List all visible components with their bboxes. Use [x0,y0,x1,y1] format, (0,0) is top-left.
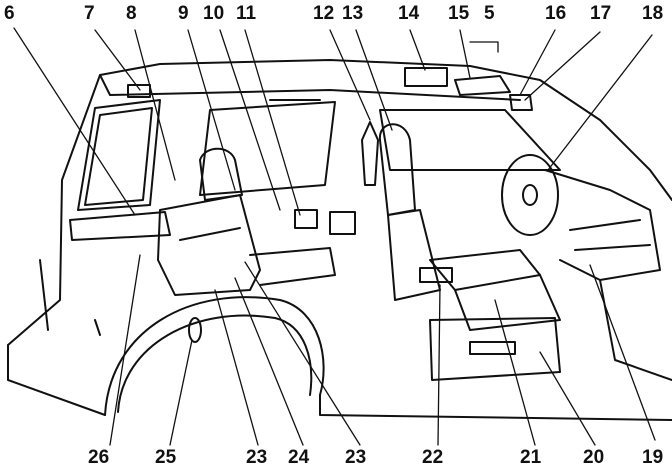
callout-5: 5 [484,3,495,24]
side-windows [199,101,561,196]
callout-20: 20 [583,447,605,468]
callout-18: 18 [642,3,664,24]
callout-13: 13 [342,3,364,24]
rear-seat [157,147,336,296]
callout-21: 21 [520,447,542,468]
interior-details [39,67,533,355]
leader-lines [13,27,656,446]
callout-17: 17 [590,3,612,24]
callout-22: 22 [422,447,444,468]
callout-11: 11 [236,3,257,24]
callout-16: 16 [545,3,567,24]
callout-7: 7 [84,3,95,24]
callout-14: 14 [398,3,420,24]
callout-15: 15 [448,3,470,24]
front-seats [378,123,561,381]
callout-24: 24 [288,447,310,468]
callout-23-a: 23 [246,447,268,468]
callout-26: 26 [88,447,110,468]
callout-8: 8 [126,3,137,24]
dashboard [501,154,672,381]
callout-10: 10 [203,3,225,24]
callout-19: 19 [642,447,664,468]
callout-23-b: 23 [345,447,367,468]
callout-25: 25 [155,447,177,468]
callout-12: 12 [313,3,335,24]
rear-window [69,99,171,241]
callout-6: 6 [4,3,15,24]
callout-9: 9 [178,3,189,24]
